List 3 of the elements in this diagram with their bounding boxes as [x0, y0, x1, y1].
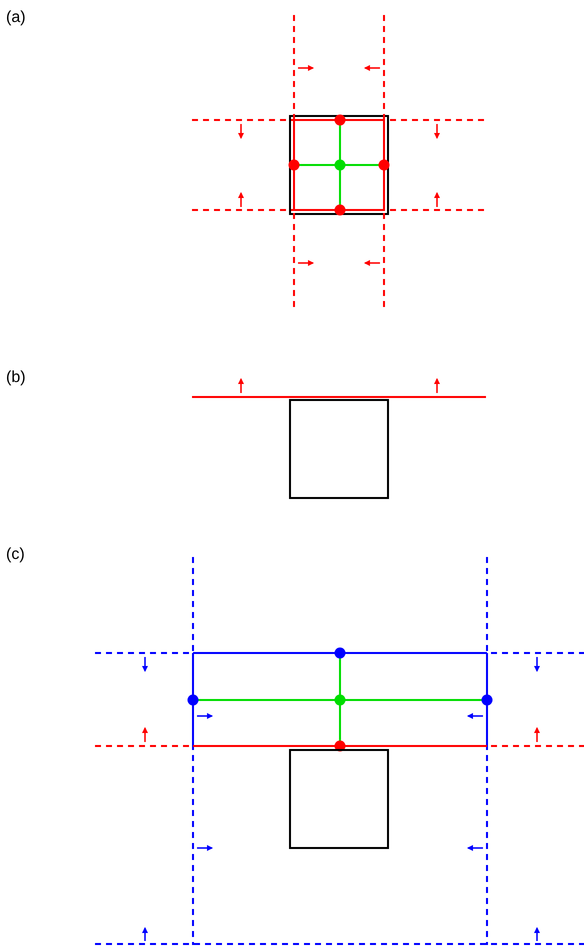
- panel-label: (a): [6, 9, 26, 27]
- panel-label: (c): [6, 546, 25, 564]
- panel-label: (b): [6, 369, 26, 387]
